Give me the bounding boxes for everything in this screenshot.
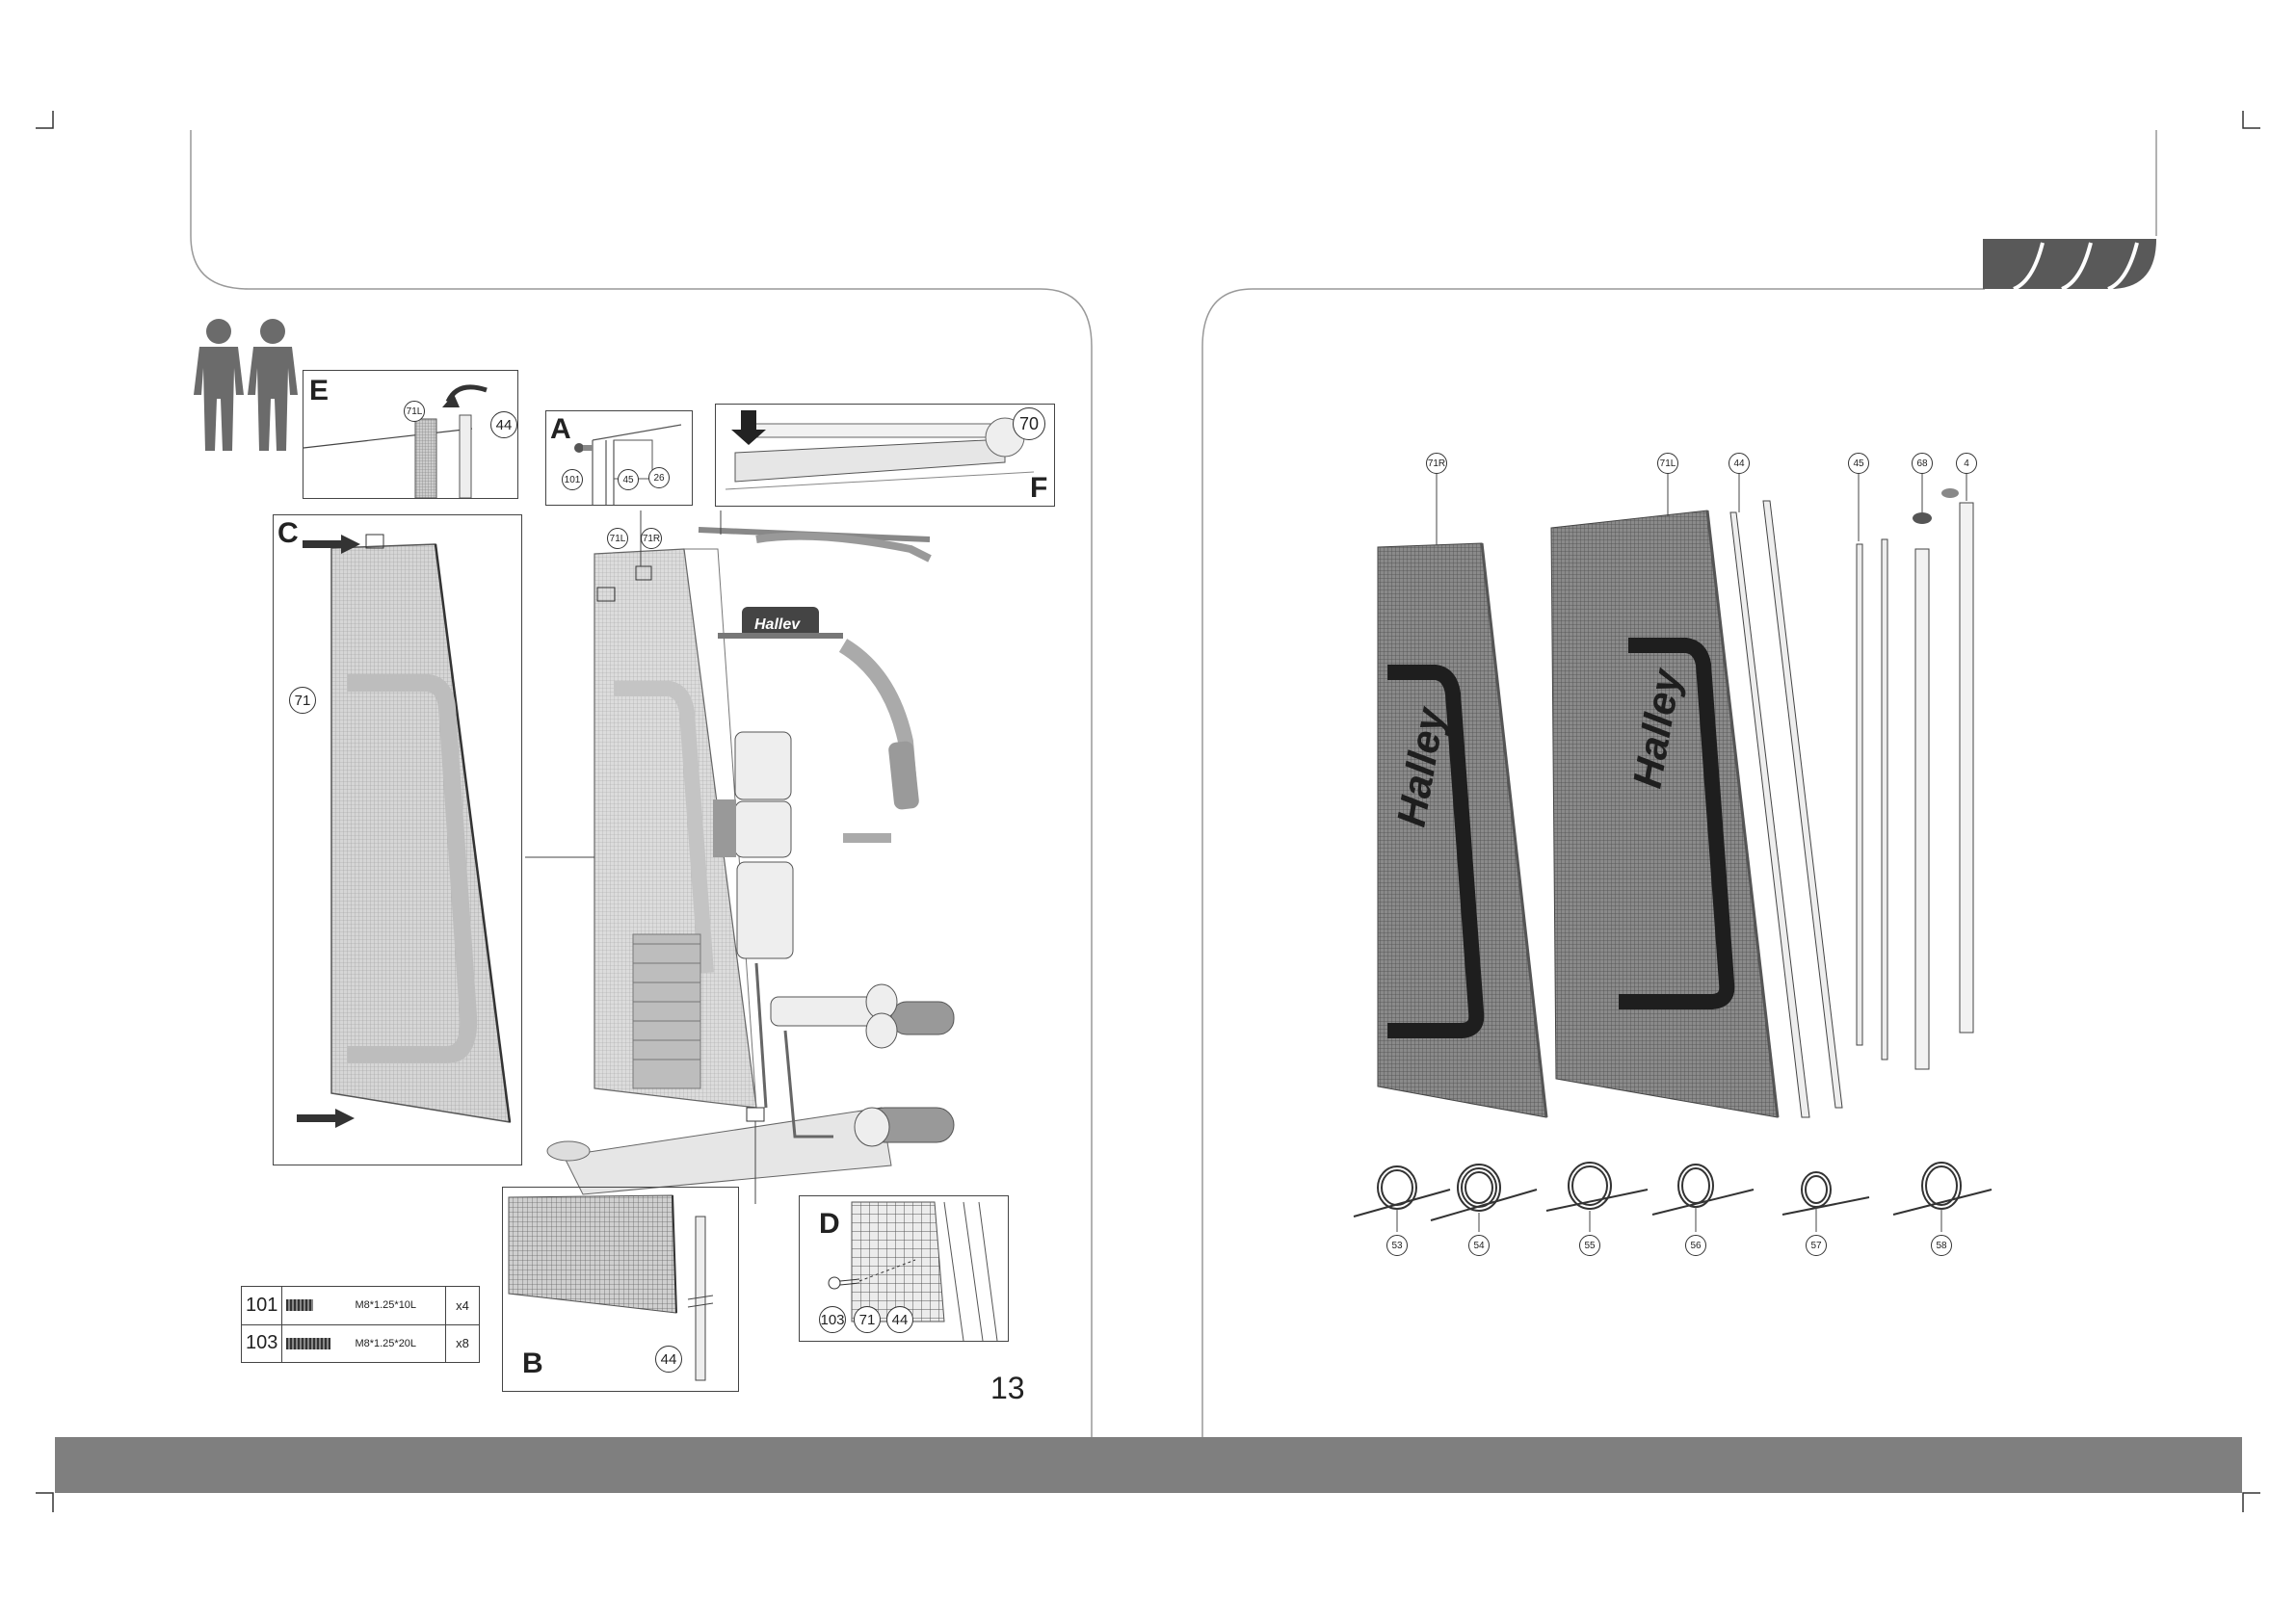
bolt-icon <box>286 1338 330 1349</box>
two-person-assembly-icon <box>188 318 303 453</box>
panel-b: B 44 <box>502 1187 739 1392</box>
bolt-icon <box>286 1299 313 1311</box>
part-71r-callout: 71R <box>1426 453 1447 474</box>
hardware-spec: M8*1.25*10L <box>355 1299 416 1311</box>
panel-c: C 71 <box>273 514 522 1165</box>
callout-71-d: 71 <box>854 1306 881 1333</box>
home-gym-machine-illustration: Hallev <box>525 510 1007 1204</box>
part-44-callout: 44 <box>1729 453 1750 474</box>
cable-57-callout: 57 <box>1806 1235 1827 1256</box>
svg-text:Hallev: Hallev <box>754 616 801 633</box>
page-number: 13 <box>990 1371 1025 1406</box>
hardware-row: 101 M8*1.25*10L x4 <box>242 1287 480 1325</box>
hardware-part-number: 103 <box>242 1324 282 1363</box>
panel-f-label: F <box>1030 474 1047 503</box>
hardware-part-number: 101 <box>242 1287 282 1325</box>
hardware-qty: x4 <box>446 1287 480 1325</box>
callout-44-d: 44 <box>886 1306 913 1333</box>
callout-103: 103 <box>819 1306 846 1333</box>
part-45-callout: 45 <box>1848 453 1869 474</box>
cable-53-callout: 53 <box>1386 1235 1408 1256</box>
part-68-callout: 68 <box>1912 453 1933 474</box>
callout-26: 26 <box>648 467 670 488</box>
callout-101: 101 <box>562 469 583 490</box>
panel-e: E 71L 44 <box>303 370 518 499</box>
callout-44: 44 <box>490 411 517 438</box>
hardware-spec-cell: M8*1.25*20L <box>282 1324 446 1363</box>
part-71l-callout: 71L <box>1657 453 1678 474</box>
footer-band <box>55 1437 2242 1493</box>
callout-71l-machine: 71L <box>607 528 628 549</box>
panel-f: 70 F <box>715 404 1055 507</box>
cable-58-callout: 58 <box>1931 1235 1952 1256</box>
panel-b-label: B <box>522 1349 543 1378</box>
cable-55-callout: 55 <box>1579 1235 1600 1256</box>
callout-71l: 71L <box>404 401 425 422</box>
panel-a: A 101 45 26 <box>545 410 693 506</box>
cable-54-callout: 54 <box>1468 1235 1490 1256</box>
callout-70: 70 <box>1013 407 1045 440</box>
callout-44-b: 44 <box>655 1346 682 1373</box>
cables-illustration <box>1344 1151 2019 1238</box>
panel-e-label: E <box>309 377 329 406</box>
panel-d-label: D <box>819 1210 840 1239</box>
panel-a-label: A <box>550 415 571 444</box>
hardware-row: 103 M8*1.25*20L x8 <box>242 1324 480 1363</box>
hardware-qty: x8 <box>446 1324 480 1363</box>
cable-56-callout: 56 <box>1685 1235 1706 1256</box>
hardware-spec-cell: M8*1.25*10L <box>282 1287 446 1325</box>
hardware-spec: M8*1.25*20L <box>355 1338 416 1349</box>
hardware-table: 101 M8*1.25*10L x4 103 M8*1.25*20L x8 <box>241 1286 480 1363</box>
panel-d: D 103 71 44 <box>799 1195 1009 1342</box>
callout-71: 71 <box>289 687 316 714</box>
panel-c-label: C <box>277 519 299 548</box>
callout-71r-machine: 71R <box>641 528 662 549</box>
part-4-callout: 4 <box>1956 453 1977 474</box>
parts-overview-illustration: Halley Halley <box>1349 443 2023 1137</box>
callout-45: 45 <box>618 469 639 490</box>
